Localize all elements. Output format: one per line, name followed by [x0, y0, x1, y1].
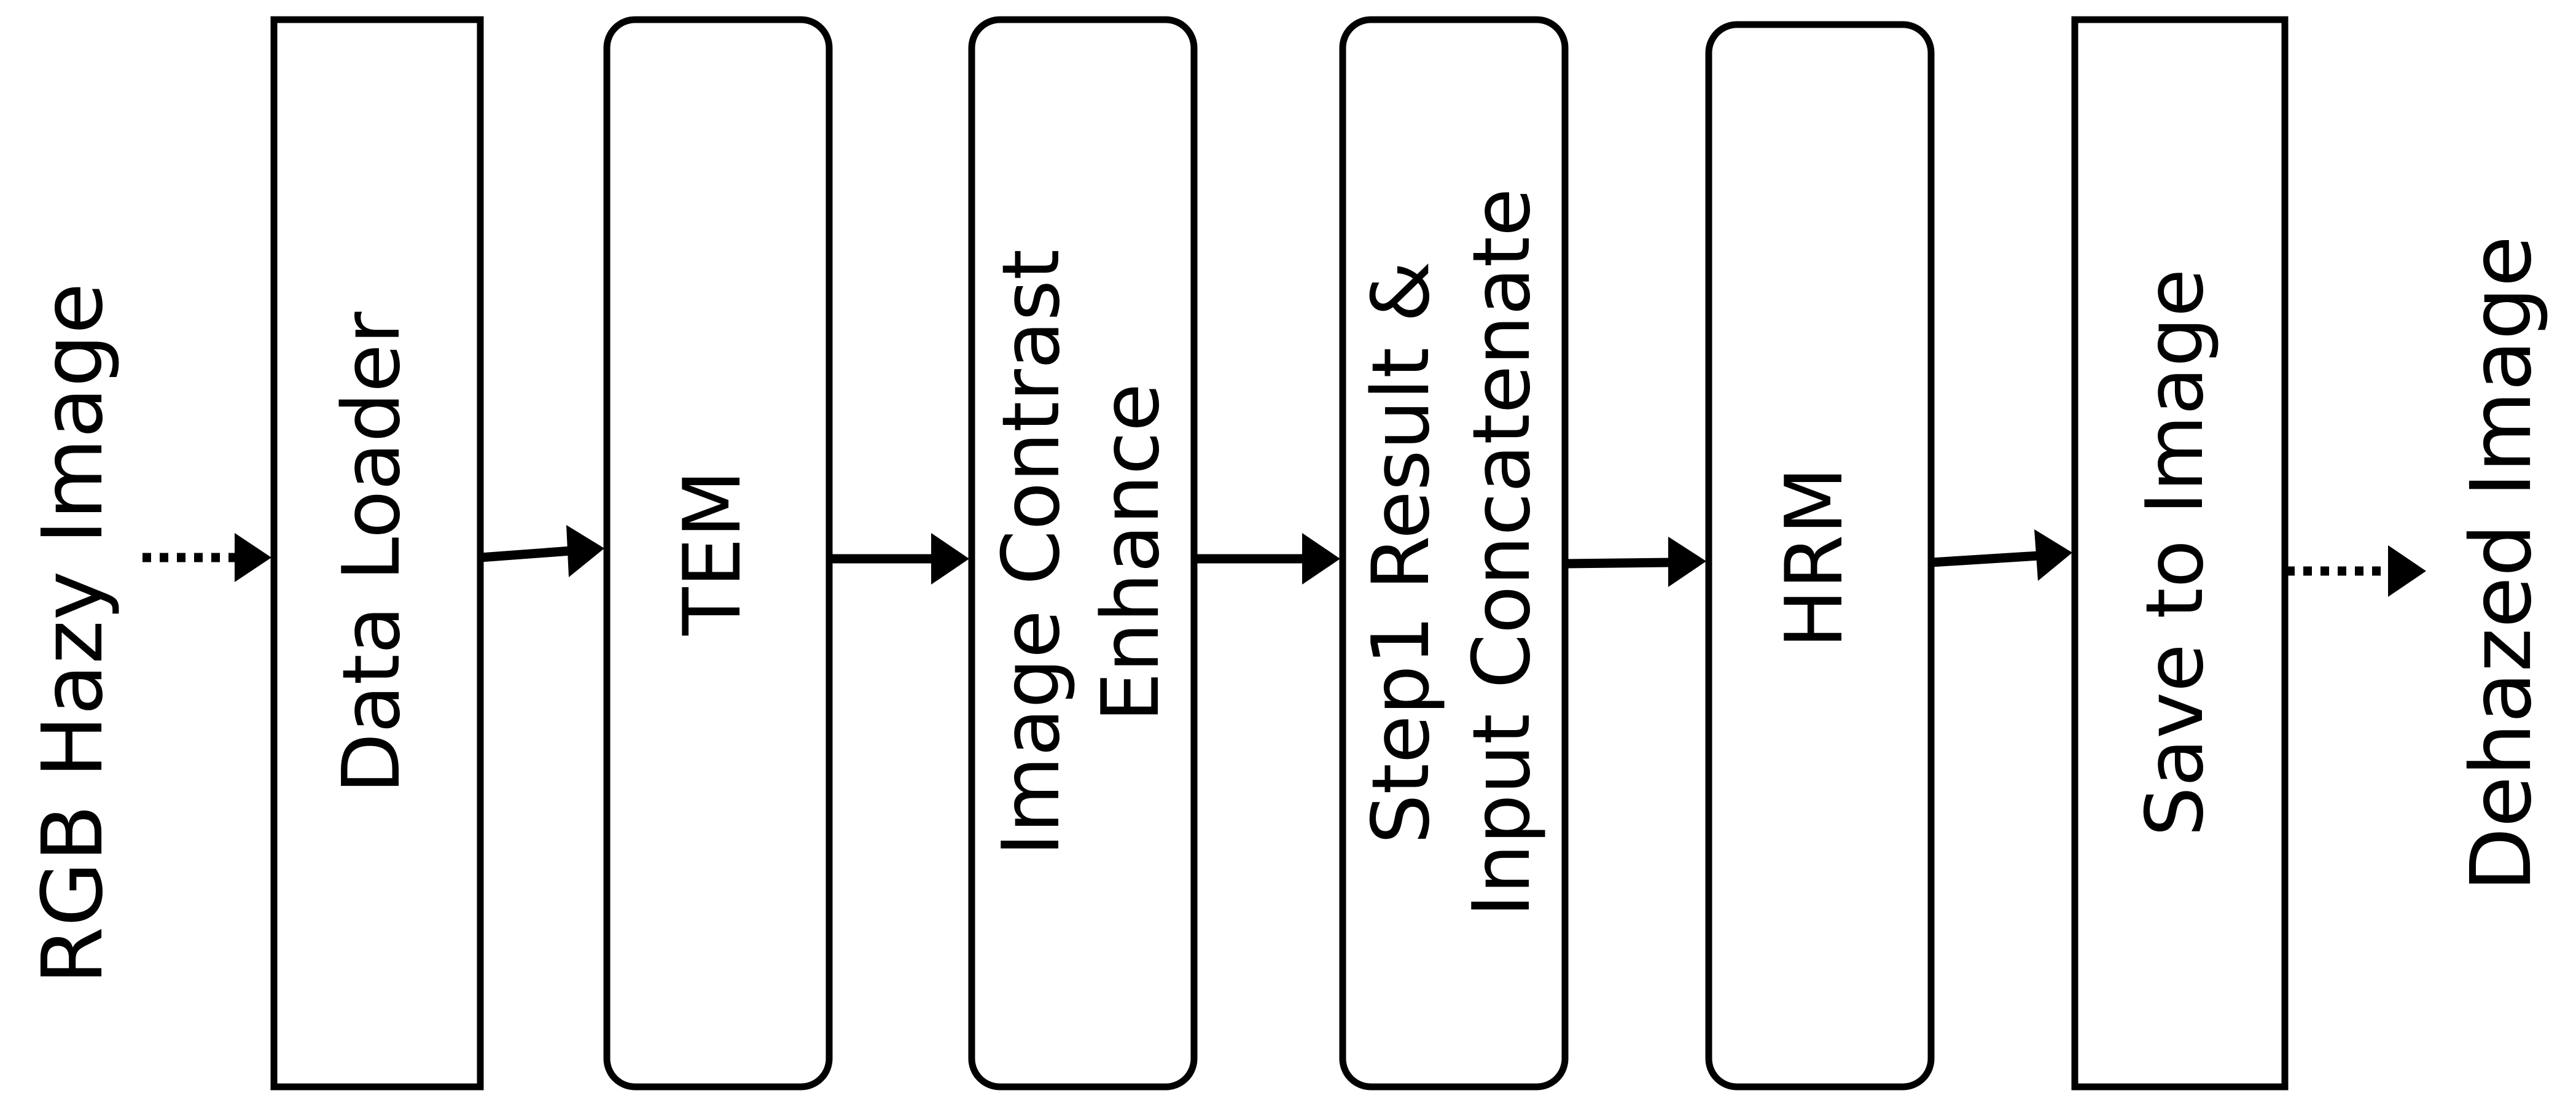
- arrow-3-4: [1194, 533, 1340, 585]
- step-save-to-image-label: Save to Image: [2129, 269, 2221, 837]
- arrow-1-2: [480, 525, 604, 577]
- step-hrm-label: HRM: [1769, 467, 1860, 648]
- step-step1-result-concat: Step1 Result & Input Concatenate: [1339, 16, 1569, 1091]
- step-image-contrast-enhance-line1: Image Contrast: [986, 249, 1077, 857]
- step-image-contrast-enhance: Image Contrast Enhance: [968, 16, 1198, 1091]
- step-data-loader: Data Loader: [270, 16, 484, 1091]
- step-save-to-image: Save to Image: [2071, 16, 2289, 1091]
- output-arrow: [2286, 545, 2426, 597]
- step-tem: TEM: [603, 16, 833, 1091]
- step-image-contrast-enhance-line2: Enhance: [1085, 383, 1177, 722]
- arrow-2-3: [829, 533, 969, 585]
- input-arrow: [142, 533, 271, 582]
- arrow-5-6: [1930, 529, 2072, 581]
- input-label: RGB Hazy Image: [25, 282, 122, 984]
- step-tem-label: TEM: [667, 470, 759, 636]
- step-data-loader-label: Data Loader: [326, 311, 418, 793]
- step-hrm: HRM: [1705, 21, 1935, 1091]
- step-step1-result-concat-line2: Input Concatenate: [1456, 188, 1548, 917]
- step-step1-result-concat-line1: Step1 Result &: [1356, 261, 1447, 844]
- arrow-4-5: [1564, 537, 1706, 587]
- output-label: Dehazed Image: [2453, 236, 2550, 892]
